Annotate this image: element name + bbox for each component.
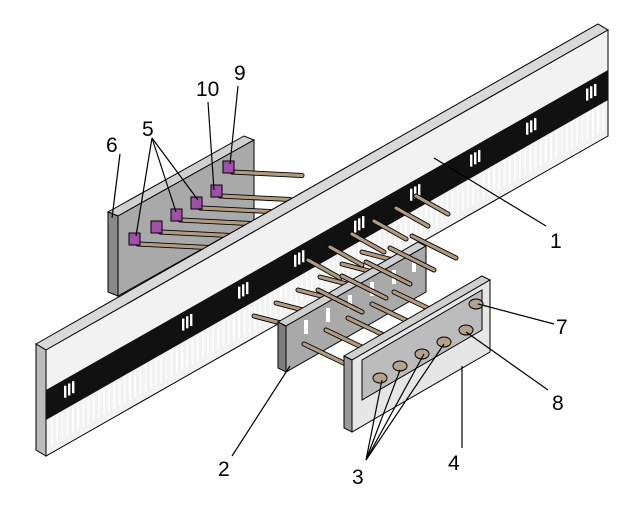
source-rod	[157, 229, 233, 238]
scale-reference-mark	[418, 184, 421, 197]
photodiode-sensors	[372, 298, 484, 384]
scale-reference-mark	[68, 383, 71, 396]
scale-reference-mark	[594, 83, 597, 96]
scale-reference-mark	[294, 254, 297, 267]
label-6: 6	[106, 134, 118, 157]
scale-reference-mark	[530, 120, 533, 133]
scale-reference-mark	[242, 284, 245, 297]
scale-reference-mark	[470, 154, 473, 167]
scale-reference-mark	[414, 186, 417, 199]
readhead-rod-upper-back-body	[306, 258, 342, 280]
readhead-rod-upper-back	[349, 231, 387, 255]
scale-reference-mark	[302, 250, 305, 263]
readhead-rod-upper-front	[409, 233, 459, 261]
readhead-rod-upper-front-body	[316, 288, 364, 314]
scale-reference-marks	[64, 83, 597, 398]
readhead-rod-upper-front	[315, 287, 365, 315]
readhead-rod-front-body	[302, 342, 352, 368]
scale-reference-mark	[190, 314, 193, 327]
source-rod-body	[198, 206, 272, 214]
scale-reference-mark	[478, 150, 481, 163]
readhead-rod-upper-front-body	[364, 260, 412, 286]
readhead-rod-front	[301, 341, 353, 369]
readhead-rod-upper-back	[413, 193, 451, 217]
laser-emitter	[170, 208, 183, 222]
source-rod	[177, 217, 253, 226]
laser-emitter	[128, 232, 141, 246]
source-rod-body	[178, 218, 252, 226]
scale-reference-mark	[186, 316, 189, 329]
laser-emitter	[222, 160, 235, 174]
readhead-rod-upper-front-body	[410, 234, 458, 260]
readhead-slit	[304, 320, 308, 334]
label-1: 1	[550, 230, 562, 253]
readhead-rod-upper-back	[393, 205, 431, 229]
source-rod	[217, 193, 293, 202]
readhead-rod-upper-back-body	[328, 245, 364, 267]
source-rod-body	[136, 242, 210, 250]
readhead-rod-upper-back-body	[394, 206, 430, 228]
laser-emitters	[128, 160, 235, 246]
label-9: 9	[234, 62, 246, 85]
source-rod-body	[230, 170, 304, 178]
leader-lines	[111, 85, 555, 461]
source-rod-body	[218, 194, 292, 202]
label-4: 4	[448, 452, 460, 475]
label-8: 8	[552, 392, 564, 415]
scale-reference-mark	[362, 216, 365, 229]
photodiode	[458, 324, 474, 336]
label-5: 5	[142, 118, 154, 141]
scale-reference-mark	[410, 188, 413, 201]
scale-reference-mark	[586, 88, 589, 101]
source-rod-body	[158, 230, 232, 238]
laser-emitter	[210, 184, 223, 198]
photodiode	[436, 336, 452, 348]
label-3: 3	[352, 466, 364, 489]
photodiode	[372, 372, 388, 384]
source-rods	[135, 169, 305, 250]
source-rod	[135, 241, 211, 250]
readhead-rod-upper-front	[363, 259, 413, 287]
readhead-rod-upper-front-body	[388, 246, 436, 272]
scale-reference-mark	[358, 218, 361, 231]
photodiode	[392, 360, 408, 372]
photodiode	[468, 298, 484, 310]
scale-reference-mark	[238, 286, 241, 299]
scale-reference-mark	[590, 86, 593, 99]
label-10: 10	[196, 78, 219, 101]
scale-ticks	[51, 104, 605, 445]
readhead-rod-upper-back	[305, 257, 343, 281]
source-rod	[197, 205, 273, 214]
scale-reference-mark	[246, 282, 249, 295]
scale-reference-mark	[534, 118, 537, 131]
label-7: 7	[556, 316, 568, 339]
scale-reference-mark	[354, 220, 357, 233]
readhead-rod-upper-front	[339, 273, 389, 301]
scale-bar	[35, 23, 609, 457]
readhead-rod-upper-back-body	[414, 194, 450, 216]
scale-reference-mark	[474, 152, 477, 165]
detector-board	[342, 275, 492, 433]
readhead-rod-upper-front	[387, 245, 437, 273]
readhead-slit	[348, 295, 352, 309]
photodiode	[414, 348, 430, 360]
readhead-rod-upper-back	[371, 218, 409, 242]
readhead-slit	[412, 258, 416, 272]
readhead-rod-upper-back-body	[372, 219, 408, 241]
scale-reference-mark	[72, 381, 75, 394]
scale-reference-mark	[298, 252, 301, 265]
label-2: 2	[218, 458, 230, 481]
laser-emitter	[150, 220, 163, 234]
readhead-rod-upper-back-body	[350, 232, 386, 254]
scale-reference-mark	[64, 385, 67, 398]
readhead-rod-upper-back	[327, 244, 365, 268]
readhead-slit	[326, 308, 330, 322]
source-rod	[229, 169, 305, 178]
readhead-rod-upper-front-body	[340, 274, 388, 300]
scale-reference-mark	[526, 122, 529, 135]
scale-reference-mark	[182, 318, 185, 331]
